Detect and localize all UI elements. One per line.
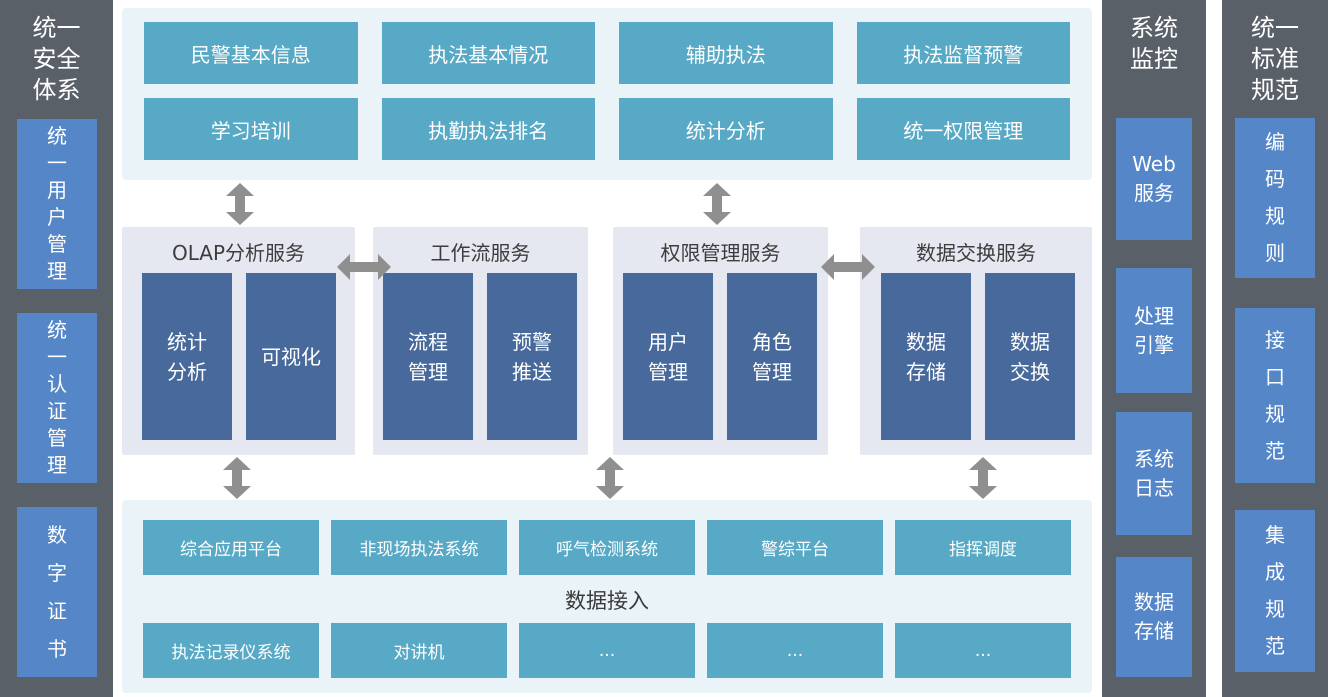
service-group-title: 数据交换服务 bbox=[916, 241, 1036, 265]
service-group-title: 工作流服务 bbox=[430, 241, 531, 265]
security-sidebar: 统一安全体系 统一用户管理 统一认证管理 数字证书 bbox=[0, 0, 113, 697]
service-module-data-storage: 数据 存储 bbox=[881, 273, 971, 440]
monitor-item-processing-engine: 处理 引擎 bbox=[1116, 268, 1192, 393]
service-group-olap: OLAP分析服务 统计 分析 可视化 bbox=[122, 227, 355, 455]
data-access-layer-panel: 综合应用平台 非现场执法系统 呼气检测系统 警综平台 指挥调度 数据接入 执法记… bbox=[122, 500, 1092, 693]
monitor-sidebar: 系统监控 Web 服务 处理 引擎 系统 日志 数据 存储 bbox=[1102, 0, 1206, 697]
monitor-item-data-storage: 数据 存储 bbox=[1116, 557, 1192, 677]
service-group-title: OLAP分析服务 bbox=[171, 241, 306, 265]
app-block-supervision-warning: 执法监督预警 bbox=[856, 22, 1070, 84]
security-item-auth-management: 统一认证管理 bbox=[17, 313, 97, 483]
vertical-double-arrow-icon bbox=[225, 183, 255, 225]
system-block-integrated-platform: 综合应用平台 bbox=[143, 520, 319, 575]
security-sidebar-title: 统一安全体系 bbox=[32, 14, 81, 104]
horizontal-double-arrow-icon bbox=[337, 251, 391, 283]
security-item-label: 统一认证管理 bbox=[47, 318, 67, 477]
security-item-digital-certificate: 数字证书 bbox=[17, 507, 97, 677]
security-item-label: 统一用户管理 bbox=[47, 124, 67, 283]
monitor-sidebar-title: 系统监控 bbox=[1130, 14, 1178, 73]
app-block-statistics-analysis: 统计分析 bbox=[619, 98, 833, 160]
system-block-offsite-enforcement: 非现场执法系统 bbox=[331, 520, 507, 575]
app-block-duty-ranking: 执勤执法排名 bbox=[381, 98, 595, 160]
service-module-data-exchange: 数据 交换 bbox=[985, 273, 1075, 440]
app-block-permission-management: 统一权限管理 bbox=[856, 98, 1070, 160]
service-group-title: 权限管理服务 bbox=[660, 241, 781, 265]
vertical-double-arrow-icon bbox=[222, 457, 252, 499]
service-group-data-exchange: 数据交换服务 数据 存储 数据 交换 bbox=[860, 227, 1092, 455]
connected-systems-row: 综合应用平台 非现场执法系统 呼气检测系统 警综平台 指挥调度 bbox=[122, 500, 1092, 575]
source-block-ellipsis: ... bbox=[707, 623, 883, 678]
monitor-item-system-log: 系统 日志 bbox=[1116, 412, 1192, 535]
standards-sidebar: 统一标准规范 编码规则 接口规范 集成规范 bbox=[1222, 0, 1328, 697]
standards-item-interface-spec: 接口规范 bbox=[1235, 308, 1315, 483]
service-module-role-management: 角色 管理 bbox=[727, 273, 817, 440]
vertical-double-arrow-icon bbox=[595, 457, 625, 499]
app-block-assist-enforcement: 辅助执法 bbox=[619, 22, 833, 84]
service-group-workflow: 工作流服务 流程 管理 预警 推送 bbox=[373, 227, 588, 455]
system-block-command-dispatch: 指挥调度 bbox=[895, 520, 1071, 575]
source-block-body-camera: 执法记录仪系统 bbox=[143, 623, 319, 678]
security-item-label: 数字证书 bbox=[47, 523, 67, 661]
application-layer-panel: 民警基本信息 执法基本情况 辅助执法 执法监督预警 学习培训 执勤执法排名 统计… bbox=[122, 8, 1092, 180]
source-block-walkie-talkie: 对讲机 bbox=[331, 623, 507, 678]
service-module-user-management: 用户 管理 bbox=[623, 273, 713, 440]
data-sources-row: 执法记录仪系统 对讲机 ... ... ... bbox=[122, 623, 1092, 678]
vertical-double-arrow-icon bbox=[702, 183, 732, 225]
standards-item-coding-rules: 编码规则 bbox=[1235, 118, 1315, 278]
source-block-ellipsis: ... bbox=[895, 623, 1071, 678]
system-block-police-platform: 警综平台 bbox=[707, 520, 883, 575]
service-module-warning-push: 预警 推送 bbox=[487, 273, 577, 440]
security-item-user-management: 统一用户管理 bbox=[17, 119, 97, 289]
source-block-ellipsis: ... bbox=[519, 623, 695, 678]
service-module-process-management: 流程 管理 bbox=[383, 273, 473, 440]
app-block-learning-training: 学习培训 bbox=[144, 98, 358, 160]
vertical-double-arrow-icon bbox=[968, 457, 998, 499]
app-block-police-basic-info: 民警基本信息 bbox=[144, 22, 358, 84]
monitor-item-web-service: Web 服务 bbox=[1116, 118, 1192, 240]
application-button-grid: 民警基本信息 执法基本情况 辅助执法 执法监督预警 学习培训 执勤执法排名 统计… bbox=[122, 8, 1092, 160]
standards-item-integration-spec: 集成规范 bbox=[1235, 510, 1315, 672]
diagram-main-area: 民警基本信息 执法基本情况 辅助执法 执法监督预警 学习培训 执勤执法排名 统计… bbox=[122, 0, 1092, 697]
standards-sidebar-title: 统一标准规范 bbox=[1251, 14, 1299, 104]
service-module-statistics: 统计 分析 bbox=[142, 273, 232, 440]
app-block-enforcement-basic: 执法基本情况 bbox=[381, 22, 595, 84]
system-block-breath-test: 呼气检测系统 bbox=[519, 520, 695, 575]
service-group-permission: 权限管理服务 用户 管理 角色 管理 bbox=[613, 227, 828, 455]
service-module-visualization: 可视化 bbox=[246, 273, 336, 440]
horizontal-double-arrow-icon bbox=[821, 251, 875, 283]
data-access-label: 数据接入 bbox=[565, 589, 649, 613]
